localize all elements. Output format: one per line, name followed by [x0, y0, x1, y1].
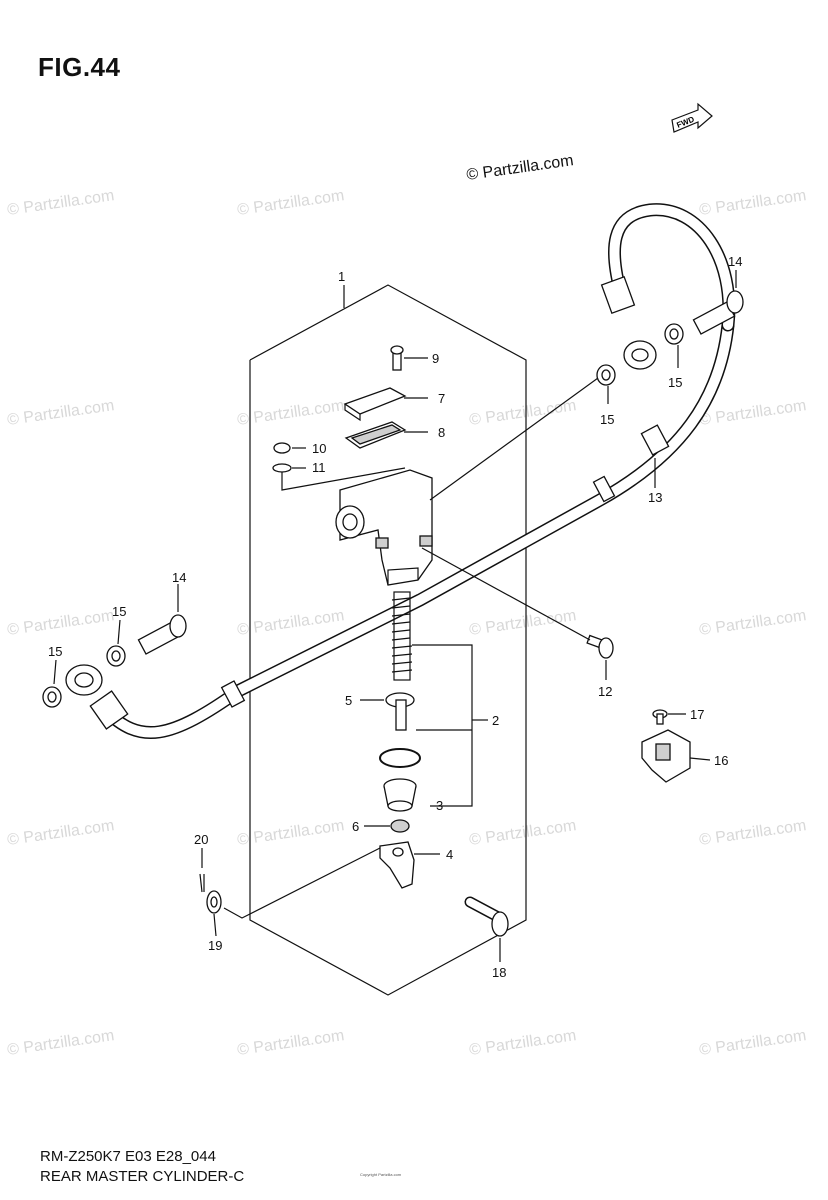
callout-18: 18	[492, 965, 506, 980]
callout-20: 20	[194, 832, 208, 847]
diaphragm	[344, 421, 407, 449]
callout-8: 8	[438, 425, 445, 440]
callout-15-right-a: 15	[600, 412, 614, 427]
dust-boot	[383, 778, 417, 812]
callout-2: 2	[492, 713, 499, 728]
callout-16: 16	[714, 753, 728, 768]
push-rod	[385, 692, 415, 731]
diagram-name: REAR MASTER CYLINDER-C	[40, 1168, 245, 1185]
snap-ring	[272, 463, 292, 473]
right-banjo-fitting	[623, 340, 657, 370]
watermark: © Partzilla.com	[6, 187, 115, 219]
callout-1: 1	[338, 269, 345, 284]
cotter-pin	[199, 873, 205, 893]
callout-14-right: 14	[728, 254, 742, 269]
clevis	[379, 841, 415, 889]
watermark: © Partzilla.com	[236, 1027, 345, 1059]
watermark: © Partzilla.com	[236, 607, 345, 639]
watermark: © Partzilla.com	[468, 607, 577, 639]
circlip	[379, 748, 421, 768]
watermark-layer: © Partzilla.com © Partzilla.com © Partzi…	[6, 187, 807, 1059]
brake-hose	[89, 203, 736, 739]
callout-4: 4	[446, 847, 453, 862]
callout-7: 7	[438, 391, 445, 406]
watermark: © Partzilla.com	[698, 397, 807, 429]
master-cylinder-body	[335, 469, 433, 586]
watermark: © Partzilla.com	[698, 1027, 807, 1059]
watermark: © Partzilla.com	[6, 397, 115, 429]
cap-screw	[390, 345, 404, 371]
hose-clamp	[641, 729, 691, 783]
callout-12: 12	[598, 684, 612, 699]
figure-title: FIG.44	[38, 52, 121, 82]
clamp-screw	[652, 709, 668, 725]
watermark: © Partzilla.com	[468, 397, 577, 429]
callout-13: 13	[648, 490, 662, 505]
clevis-pin	[464, 896, 509, 937]
watermark: © Partzilla.com	[468, 1027, 577, 1059]
callout-15-right-b: 15	[668, 375, 682, 390]
watermark: © Partzilla.com	[6, 817, 115, 849]
union-bolt-14-right	[692, 290, 744, 335]
diagram-code: RM-Z250K7 E03 E28_044	[40, 1148, 216, 1165]
watermark: © Partzilla.com	[6, 607, 115, 639]
washer-15-right-a	[596, 364, 616, 386]
washer-15-right-b	[664, 323, 684, 345]
forward-arrow-icon: FWD	[671, 102, 713, 133]
leader-lines	[53, 270, 737, 962]
union-bolt-14-left	[137, 614, 187, 655]
watermark: © Partzilla.com	[236, 817, 345, 849]
cap-o-ring	[273, 442, 291, 454]
lock-nut	[390, 819, 410, 833]
reservoir-cap	[343, 387, 407, 422]
watermark: © Partzilla.com	[698, 187, 807, 219]
watermark: © Partzilla.com	[468, 817, 577, 849]
watermark: © Partzilla.com	[236, 397, 345, 429]
callout-11: 11	[312, 460, 326, 475]
watermark: © Partzilla.com	[6, 1027, 115, 1059]
callout-9: 9	[432, 351, 439, 366]
assembly-outline	[249, 284, 527, 996]
watermark: © Partzilla.com	[698, 607, 807, 639]
callout-15-left-a: 15	[48, 644, 62, 659]
callout-14-left: 14	[172, 570, 186, 585]
callout-15-left-b: 15	[112, 604, 126, 619]
watermark: © Partzilla.com	[236, 187, 345, 219]
washer-19	[206, 890, 222, 914]
callout-6: 6	[352, 819, 359, 834]
callout-labels: 1 9 7 8 10 11 2 3 4 5 6 12 13 14 14 15 1…	[48, 254, 742, 980]
callout-10: 10	[312, 441, 326, 456]
watermark: © Partzilla.com	[698, 817, 807, 849]
callout-19: 19	[208, 938, 222, 953]
callout-3: 3	[436, 798, 443, 813]
callout-5: 5	[345, 693, 352, 708]
mounting-bolt	[586, 634, 614, 659]
callout-17: 17	[690, 707, 704, 722]
washer-15-left-b	[106, 645, 126, 667]
footer-copyright: Copyright Partzilla.com	[360, 1172, 402, 1177]
left-banjo-fitting	[65, 664, 103, 696]
washer-15-left-a	[42, 686, 62, 708]
piston-spring	[391, 591, 413, 681]
